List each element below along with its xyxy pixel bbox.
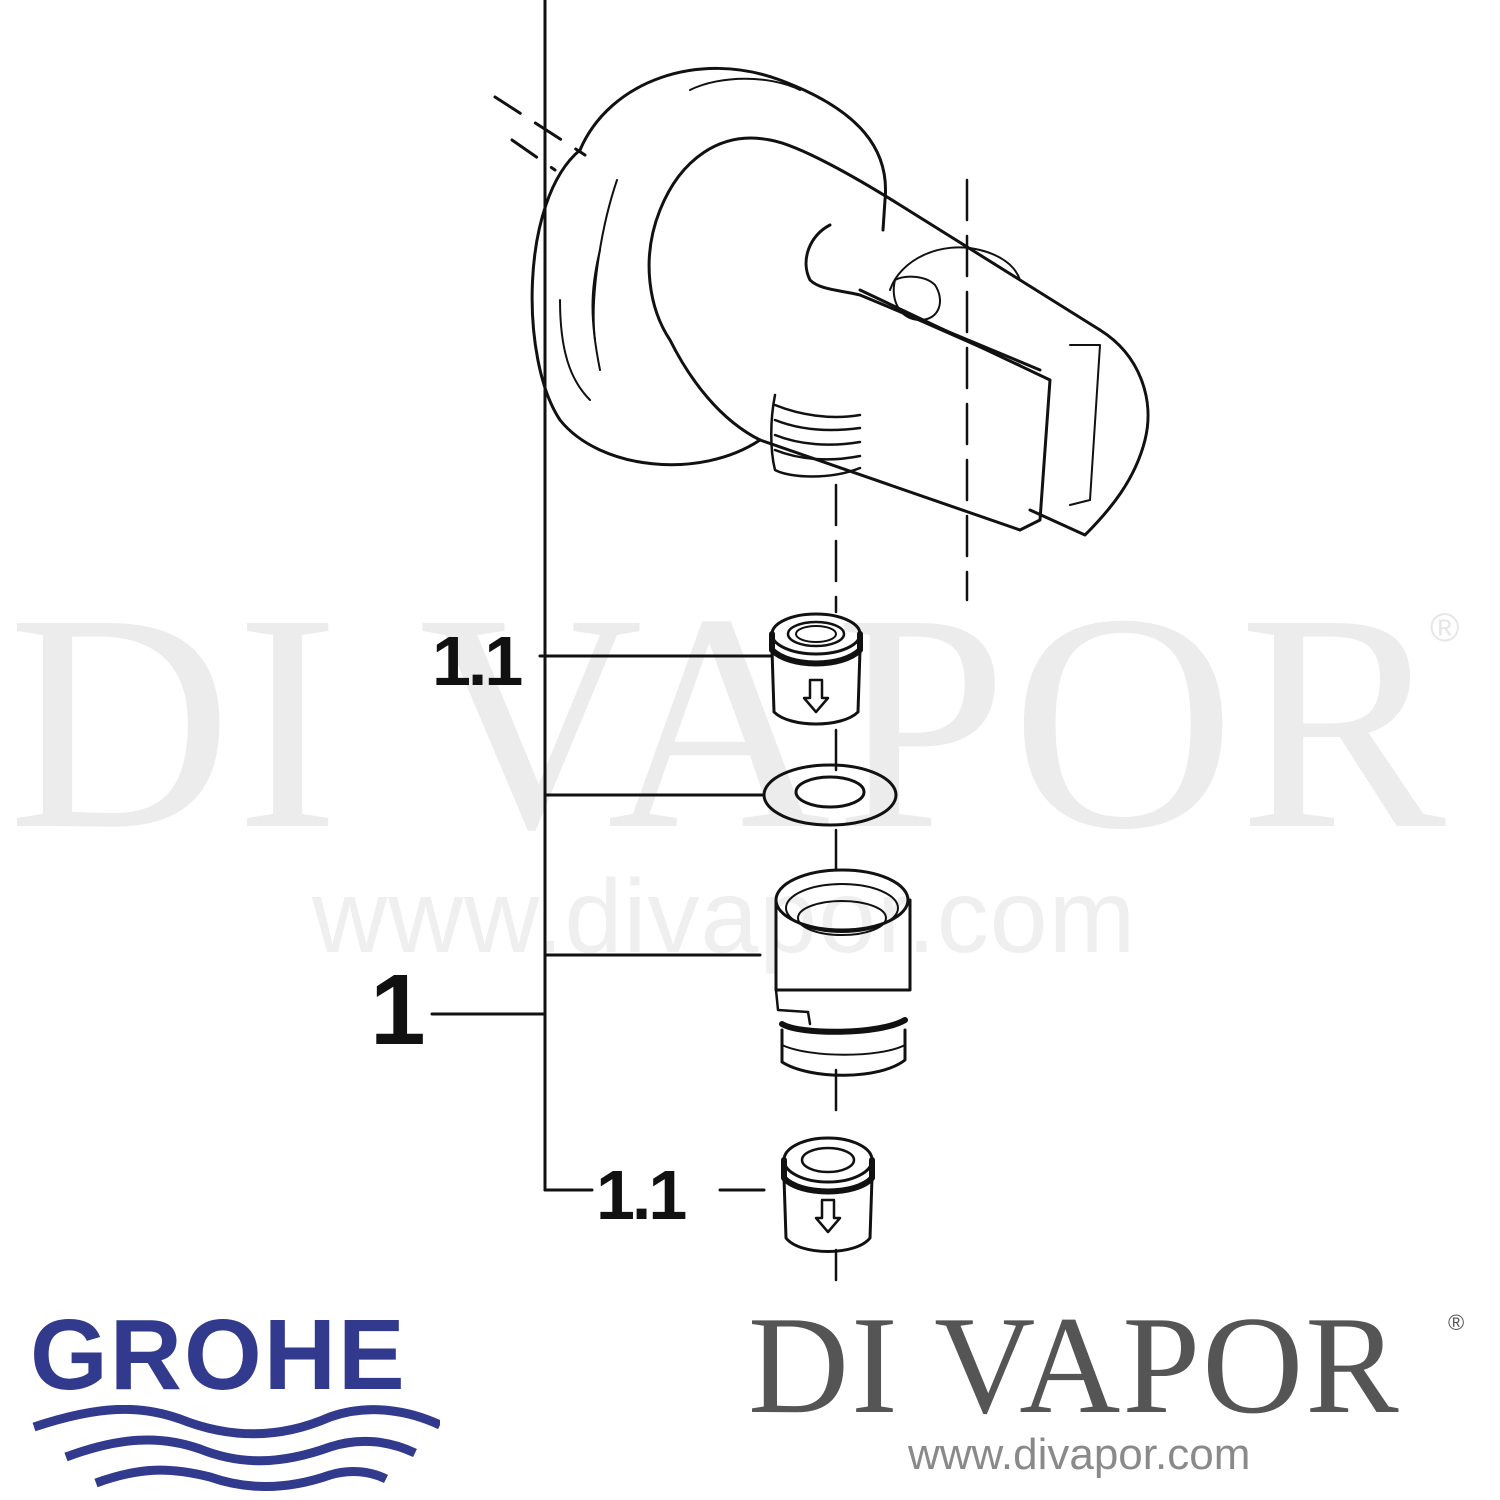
divapor-wordmark: DI VAPOR xyxy=(748,1288,1401,1443)
leader-lines xyxy=(430,0,774,1192)
connector-nipple xyxy=(774,868,912,1077)
registered-icon: ® xyxy=(1448,1310,1465,1335)
divapor-url: www.divapor.com xyxy=(908,1430,1251,1479)
non-return-valve-upper xyxy=(769,612,863,726)
grohe-wordmark: GROHE xyxy=(30,1299,407,1411)
callout-part-1-1-upper: 1.1 xyxy=(432,622,523,700)
assembly-axis xyxy=(834,178,969,1282)
callout-part-1-1-lower: 1.1 xyxy=(596,1156,687,1234)
divapor-logo: DI VAPOR ® www.divapor.com xyxy=(748,1288,1464,1480)
non-return-valve-lower xyxy=(781,1136,875,1253)
elbow-body xyxy=(647,136,1150,537)
wall-rosette xyxy=(530,67,888,467)
watermark-title: DI VAPOR xyxy=(8,551,1450,894)
callout-part-1: 1 xyxy=(370,954,426,1066)
grohe-logo: GROHE xyxy=(30,1299,442,1500)
wall-axis-lines xyxy=(493,95,587,172)
waves-icon xyxy=(32,1404,442,1491)
threaded-stub xyxy=(770,393,862,478)
watermark-registered-icon: ® xyxy=(1430,606,1460,650)
washer xyxy=(762,763,898,827)
